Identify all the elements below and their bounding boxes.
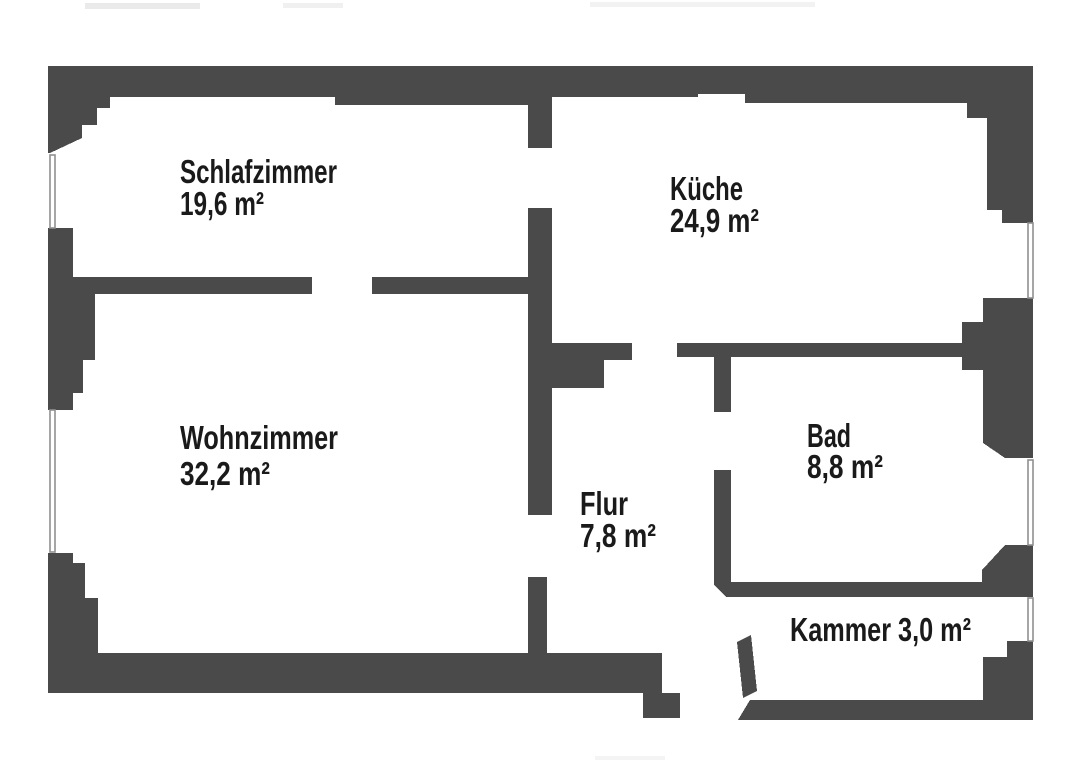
room-label-bad: Bad <box>807 417 851 454</box>
wall-bad-left-upper <box>714 357 731 412</box>
scan-artifacts <box>85 2 815 760</box>
wall-divider-right <box>372 277 528 294</box>
wall-left-lower-c <box>48 598 98 653</box>
wall-pier-left-a <box>73 294 95 360</box>
wall-pier-left-b <box>73 360 83 393</box>
wall-kammer-right-lower <box>983 657 1033 720</box>
room-label-flur: Flur <box>580 485 628 522</box>
wall-corner-step <box>967 103 987 118</box>
wall-right-upper <box>987 66 1033 210</box>
wall-flur-top-a <box>552 343 632 360</box>
scan-artifact <box>85 3 200 9</box>
room-label-schlafzimmer: Schlafzimmer <box>180 153 337 190</box>
room-area-flur: 7,8 m² <box>580 517 656 554</box>
wall-top-left-steps <box>48 97 110 153</box>
wall-top-d <box>698 66 947 94</box>
wall-top-e <box>745 94 947 103</box>
scan-artifact <box>283 3 343 8</box>
wall-left-lower-a <box>48 553 73 565</box>
windows <box>49 154 1034 642</box>
room-label-kammer: Kammer 3,0 m² <box>790 611 971 648</box>
wall-right-step <box>1002 210 1033 223</box>
wall-top-c <box>552 66 698 97</box>
wall-center-vertical <box>528 208 552 515</box>
walls <box>48 66 1033 720</box>
wall-left-lower-b <box>48 563 85 598</box>
room-labels: Schlafzimmer 19,6 m² Küche 24,9 m² Wohnz… <box>180 153 971 648</box>
wall-bottom <box>48 653 662 693</box>
wall-right-diagonal-lower <box>982 545 1033 597</box>
wall-kammer-right-upper <box>1007 641 1033 657</box>
room-area-kueche: 24,9 m² <box>670 202 759 239</box>
wall-left-mid <box>48 228 73 410</box>
wall-right-mid <box>983 298 1033 432</box>
room-area-wohnzimmer: 32,2 m² <box>180 455 270 492</box>
scan-artifact <box>590 2 815 7</box>
wall-top-b <box>335 66 528 105</box>
window-bad <box>1027 459 1034 546</box>
wall-top-a <box>48 66 335 97</box>
window-schlafzimmer <box>49 154 56 229</box>
wall-flur-top-b <box>552 360 604 388</box>
wall-bad-left-lower <box>714 470 731 578</box>
scan-artifact <box>595 756 665 760</box>
window-kammer <box>1027 597 1034 642</box>
wall-kammer-bottom-end <box>738 700 750 720</box>
wall-pier-kitchen-bad <box>962 322 983 370</box>
room-area-bad: 8,8 m² <box>807 448 883 485</box>
wall-kammer-door-leaf <box>737 635 757 698</box>
window-kueche <box>1027 222 1034 299</box>
wall-divider-left <box>73 277 312 294</box>
room-label-kueche: Küche <box>670 170 743 207</box>
wall-flur-left-lower <box>528 577 547 653</box>
wall-kammer-bottom <box>750 700 983 720</box>
wall-bad-bottom <box>728 582 982 597</box>
room-area-schlafzimmer: 19,6 m² <box>180 185 264 222</box>
room-label-wohnzimmer: Wohnzimmer <box>180 419 338 456</box>
wall-bottom-step <box>643 693 680 718</box>
wall-right-diagonal-upper <box>983 432 1033 458</box>
wall-bad-corner <box>714 578 731 597</box>
window-wohnzimmer <box>49 409 56 553</box>
wall-bad-top <box>677 343 962 357</box>
wall-stub-center-top <box>528 66 552 148</box>
